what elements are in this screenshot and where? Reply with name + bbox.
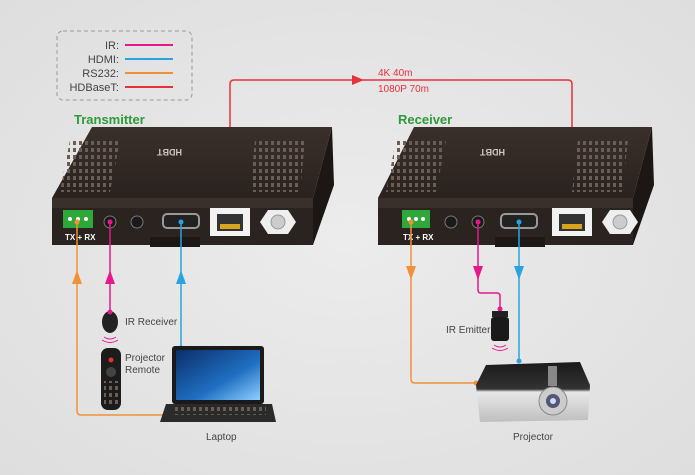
legend-item-ir: IR: <box>105 40 173 52</box>
ir-emitter-label: IR Emitter <box>446 325 491 336</box>
rs232-terminal: TX + RX <box>402 210 434 242</box>
dc-power-port <box>602 210 638 234</box>
hdmi-cable-rx <box>514 219 524 364</box>
terminal-label: TX + RX <box>65 233 96 242</box>
transmitter-title: Transmitter <box>74 112 145 127</box>
ir-signal-icon <box>101 336 119 343</box>
ir-out-port <box>130 215 144 229</box>
legend-label: HDBaseT: <box>69 82 119 94</box>
rs232-terminal: TX + RX <box>63 210 96 242</box>
rs232-cable-rx <box>406 219 479 386</box>
legend-item-hdbaset: HDBaseT: <box>69 82 173 94</box>
legend-item-rs232: RS232: <box>82 68 173 80</box>
receiver-title: Receiver <box>398 112 452 127</box>
legend-item-hdmi: HDMI: <box>88 54 173 66</box>
legend-label: RS232: <box>82 68 119 80</box>
ir-signal-icon <box>491 344 509 351</box>
laptop-label: Laptop <box>206 432 237 443</box>
hdbaset-out-port <box>210 208 250 236</box>
projector-device <box>476 362 590 422</box>
hdbaset-in-port <box>552 208 592 236</box>
ir-cable-rx <box>473 219 503 312</box>
link-distance-4k: 4K 40m <box>378 68 412 79</box>
svg-text:HDBT: HDBT <box>157 147 182 157</box>
projector-remote-device <box>101 348 121 410</box>
ir-in-port <box>444 215 458 229</box>
svg-text:HDBT: HDBT <box>480 147 505 157</box>
legend: IR: HDMI: RS232: HDBaseT: <box>56 30 193 101</box>
remote-label-line1: Projector <box>125 353 166 364</box>
legend-label: HDMI: <box>88 54 119 66</box>
ir-receiver-device <box>101 309 119 343</box>
link-distance-1080p: 1080P 70m <box>378 84 429 95</box>
remote-label-line2: Remote <box>125 365 160 376</box>
ir-cable-tx <box>105 219 115 312</box>
arrow-right-icon <box>352 75 364 85</box>
dc-power-port <box>260 210 296 234</box>
receiver-device: HDBT TX + RX <box>378 127 654 247</box>
terminal-label: TX + RX <box>403 233 434 242</box>
transmitter-device: HDBT TX + RX <box>52 127 334 247</box>
hdbaset-cable <box>229 75 573 222</box>
ir-receiver-label: IR Receiver <box>125 317 178 328</box>
legend-label: IR: <box>105 40 119 52</box>
ir-emitter-device <box>491 311 509 351</box>
projector-label: Projector <box>513 432 554 443</box>
laptop-device <box>160 346 276 422</box>
